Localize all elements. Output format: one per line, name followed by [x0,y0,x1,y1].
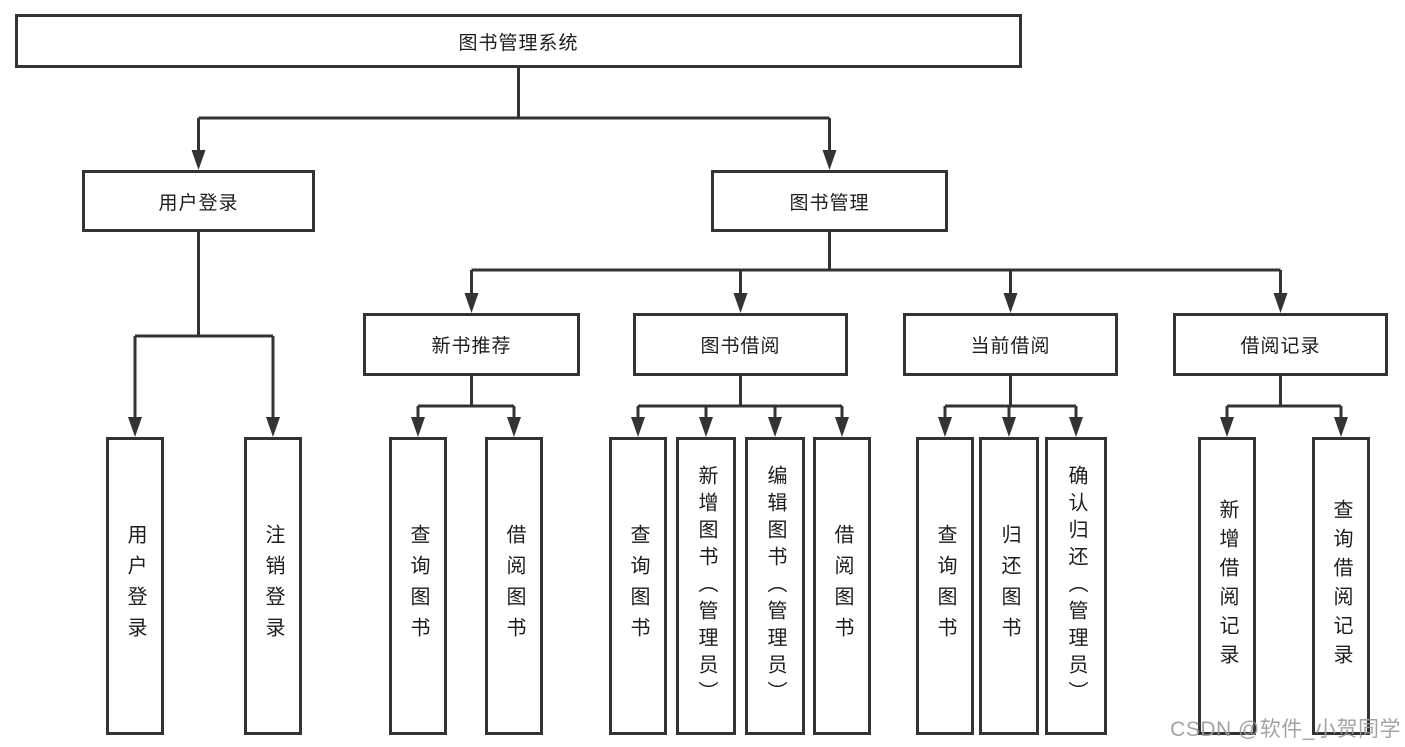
node-label: 归还图书 [998,524,1020,648]
node-label: 新增图书（管理员） [695,464,717,708]
node-current-borrowing: 当前借阅 [903,313,1118,376]
leaf-query-books-current: 查询图书 [916,437,974,735]
node-user-login: 用户登录 [82,170,315,232]
leaf-confirm-return-admin: 确认归还（管理员） [1045,437,1107,735]
leaf-user-login: 用户登录 [106,437,164,735]
node-label: 注销登录 [262,524,284,648]
node-label: 查询图书 [407,524,429,648]
node-label: 查询图书 [934,524,956,648]
arrowheads [128,150,1348,437]
node-label: 当前借阅 [970,336,1051,357]
leaf-borrow-books: 借阅图书 [813,437,871,735]
node-label: 确认归还（管理员） [1065,464,1087,708]
node-label: 查询借阅记录 [1330,499,1352,673]
node-label: 图书管理系统 [458,32,579,54]
leaf-query-books-recommend: 查询图书 [389,437,447,735]
leaf-borrow-books-recommend: 借阅图书 [485,437,543,735]
node-label: 借阅图书 [831,524,853,648]
leaf-edit-books-admin: 编辑图书（管理员） [745,437,805,735]
node-book-management: 图书管理 [711,170,948,232]
node-label: 查询图书 [627,524,649,648]
node-label: 图书管理 [789,192,870,214]
node-new-book-recommend: 新书推荐 [363,313,580,376]
node-label: 新书推荐 [431,336,512,357]
leaf-logout: 注销登录 [244,437,302,735]
node-label: 新增借阅记录 [1216,499,1238,673]
leaf-return-books: 归还图书 [979,437,1039,735]
leaf-query-borrow-record: 查询借阅记录 [1312,437,1370,735]
node-label: 借阅图书 [503,524,525,648]
node-book-borrowing: 图书借阅 [633,313,848,376]
node-borrowing-records: 借阅记录 [1173,313,1388,376]
node-label: 借阅记录 [1240,336,1321,357]
node-label: 编辑图书（管理员） [764,464,786,708]
leaf-query-books-borrowing: 查询图书 [609,437,667,735]
csdn-watermark: CSDN @软件_小贺同学 [1170,718,1401,741]
node-library-management-system: 图书管理系统 [15,14,1022,68]
leaf-add-books-admin: 新增图书（管理员） [676,437,736,735]
leaf-add-borrow-record: 新增借阅记录 [1198,437,1256,735]
node-label: 用户登录 [124,524,146,648]
node-label: 图书借阅 [700,336,781,357]
node-label: 用户登录 [158,192,239,214]
